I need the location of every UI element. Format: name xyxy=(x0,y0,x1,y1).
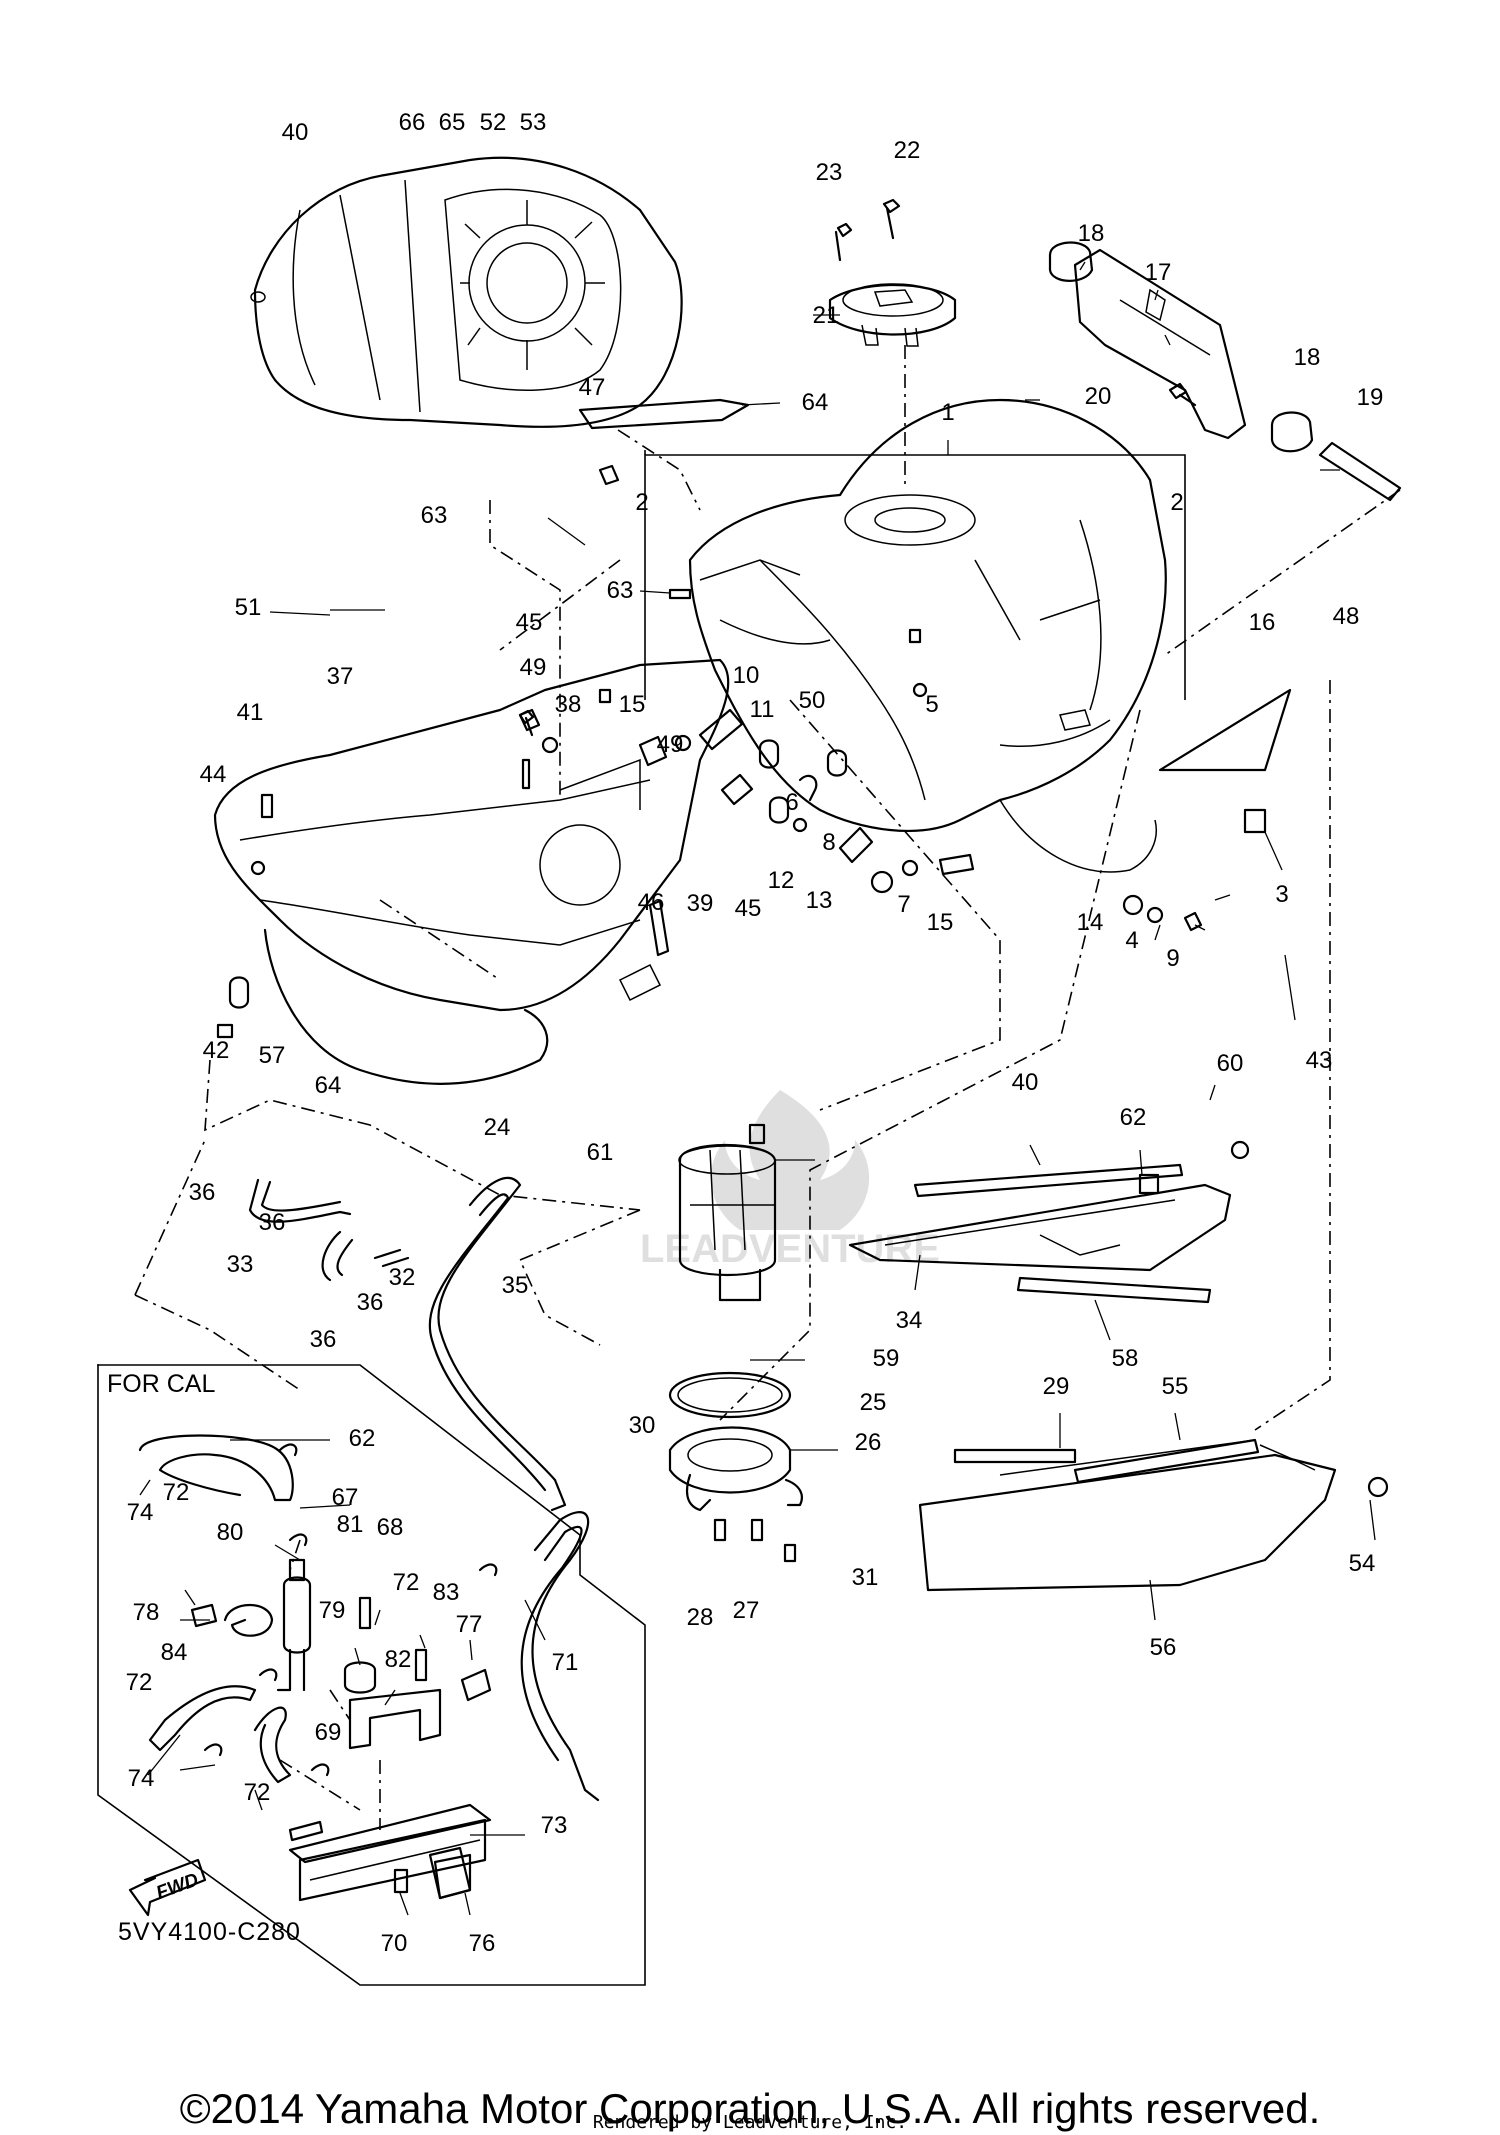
side-panel-right xyxy=(848,1163,1232,1304)
hardware xyxy=(190,464,1389,1777)
filter-68 xyxy=(276,1558,312,1692)
side-strip-upper xyxy=(578,398,750,430)
cal-box-outline xyxy=(97,1364,646,1986)
grommet-82 xyxy=(343,1661,377,1694)
bolt-81 xyxy=(358,1596,372,1630)
clamp-79 xyxy=(223,1604,274,1637)
bolt-76 xyxy=(393,1868,409,1894)
fuel-tank xyxy=(688,398,1167,873)
canister xyxy=(288,1803,492,1902)
hose-67 xyxy=(138,1434,294,1502)
bracket-assembly xyxy=(1048,241,1402,502)
pump-gasket xyxy=(668,1371,792,1419)
tank-group-bracket xyxy=(644,454,1186,700)
tank-top-cover xyxy=(250,156,683,428)
watermark-logo: LEADVENTURE xyxy=(640,1090,940,1270)
bolt-78 xyxy=(414,1648,428,1682)
leader-lines xyxy=(139,261,1376,1916)
fwd-arrow-icon: FWD xyxy=(128,1858,207,1917)
bracket-77 xyxy=(348,1688,442,1750)
watermark-text: LEADVENTURE xyxy=(640,1227,940,1270)
fuel-cap-assembly xyxy=(828,198,957,347)
diagram-code: 5VY4100-C280 xyxy=(118,1918,301,1946)
hose-69 xyxy=(148,1685,257,1752)
side-cover-left xyxy=(213,658,730,1086)
hose-73 xyxy=(253,1706,292,1784)
rendered-by-note: Rendered by LeadVenture, Inc. xyxy=(592,2112,908,2133)
side-panel-lower xyxy=(918,1438,1337,1592)
pipe-71 xyxy=(460,1668,492,1702)
copyright-notice: ©2014 Yamaha Motor Corporation, U.S.A. A… xyxy=(179,2085,1321,2132)
pump-plate xyxy=(668,1426,792,1494)
bracket-75 xyxy=(433,1853,472,1900)
for-cal-label: FOR CAL xyxy=(107,1370,216,1398)
hoses xyxy=(248,1176,600,1802)
